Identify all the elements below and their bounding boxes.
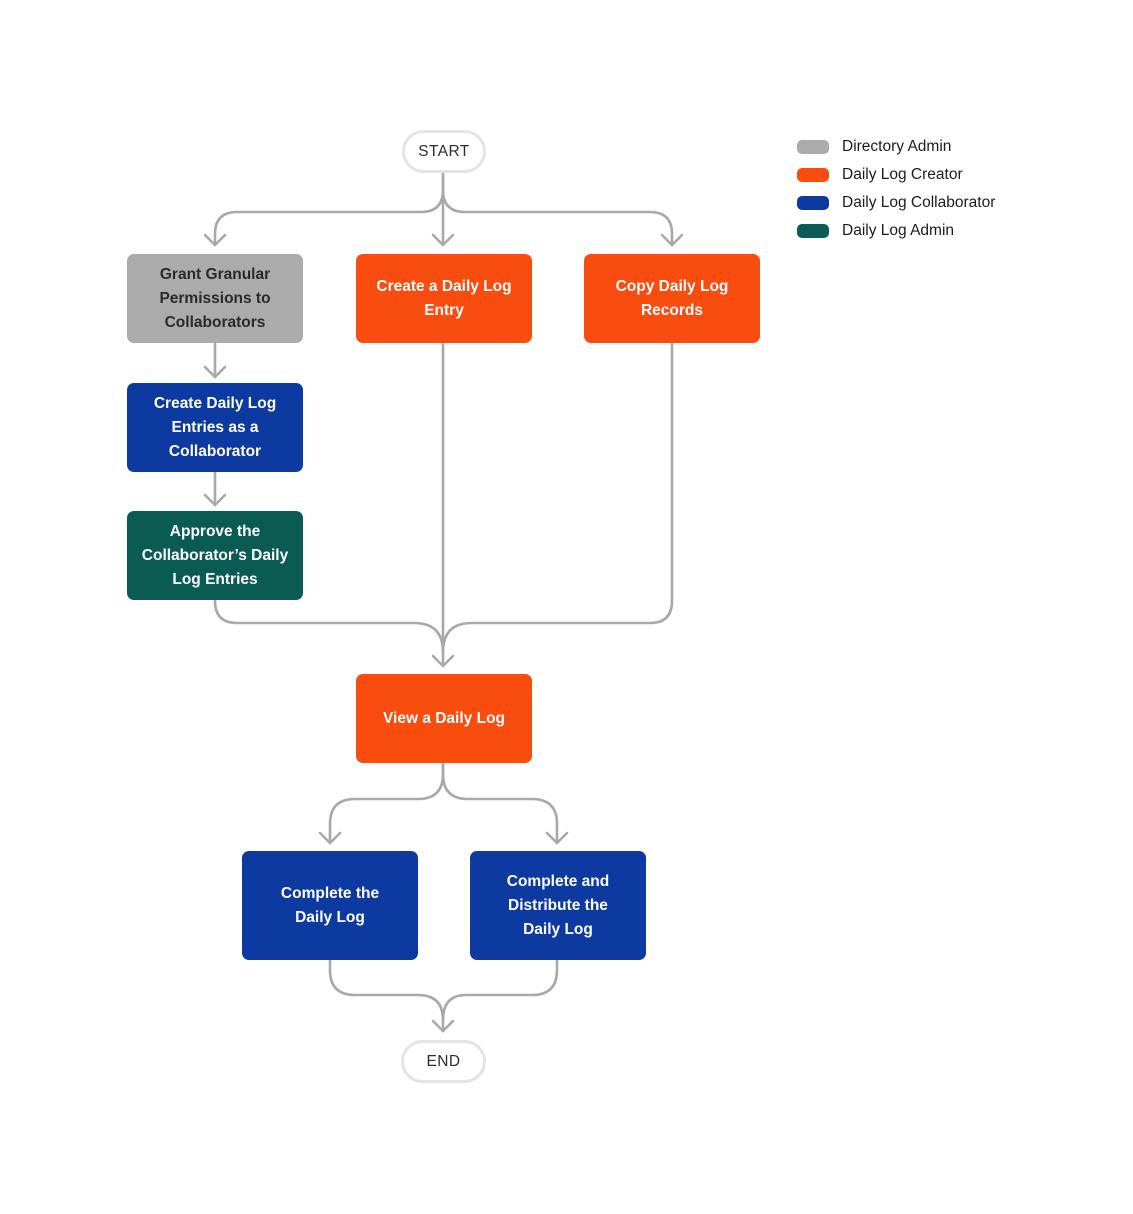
connector-start-to-copy [441, 174, 684, 247]
start-terminal: START [402, 130, 486, 173]
connector-complete-merge-to-end [328, 958, 455, 1033]
start-label: START [418, 142, 470, 160]
daily-log-collaborator-color-swatch [797, 196, 829, 210]
node-copy-daily-log-records: Copy Daily Log Records [584, 254, 760, 343]
connector-view-split-right [441, 760, 569, 845]
node-label: View a Daily Log [382, 709, 506, 727]
legend-row-daily-log-creator: Daily Log Creator [797, 161, 995, 189]
end-label: END [426, 1052, 461, 1070]
node-approve-collaborator-entries: Approve the Collaborator’s Daily Log Ent… [127, 511, 303, 600]
node-complete-daily-log: Complete the Daily Log [242, 851, 418, 960]
role-legend: Directory Admin Daily Log Creator Daily … [797, 133, 995, 245]
node-create-daily-log-entry: Create a Daily Log Entry [356, 254, 532, 343]
node-label: Create a Daily Log Entry [376, 277, 512, 319]
legend-label: Daily Log Creator [842, 166, 963, 183]
node-view-daily-log: View a Daily Log [356, 674, 532, 763]
connector-approve-merge [213, 598, 445, 654]
node-complete-and-distribute: Complete and Distribute the Daily Log [470, 851, 646, 960]
node-label: Approve the Collaborator’s Daily Log Ent… [141, 522, 289, 588]
daily-log-creator-color-swatch [797, 168, 829, 182]
legend-label: Daily Log Collaborator [842, 194, 996, 211]
node-label: Copy Daily Log Records [615, 277, 729, 319]
legend-label: Directory Admin [842, 138, 952, 155]
node-label: Complete the Daily Log [280, 884, 380, 926]
connector-start-to-grant [203, 174, 445, 247]
node-label: Create Daily Log Entries as a Collaborat… [153, 394, 277, 460]
connector-copy-merge [441, 341, 674, 654]
node-label: Complete and Distribute the Daily Log [506, 872, 610, 938]
directory-admin-color-swatch [797, 140, 829, 154]
legend-label: Daily Log Admin [842, 222, 955, 239]
node-label: Grant Granular Permissions to Collaborat… [159, 265, 271, 331]
legend-row-directory-admin: Directory Admin [797, 133, 995, 161]
end-terminal: END [401, 1040, 486, 1083]
node-create-entries-as-collaborator: Create Daily Log Entries as a Collaborat… [127, 383, 303, 472]
daily-log-admin-color-swatch [797, 224, 829, 238]
connector-view-split-left [318, 760, 445, 845]
node-grant-granular-permissions: Grant Granular Permissions to Collaborat… [127, 254, 303, 343]
legend-row-daily-log-collaborator: Daily Log Collaborator [797, 189, 995, 217]
connector-distribute-merge [441, 958, 559, 1022]
legend-row-daily-log-admin: Daily Log Admin [797, 217, 995, 245]
